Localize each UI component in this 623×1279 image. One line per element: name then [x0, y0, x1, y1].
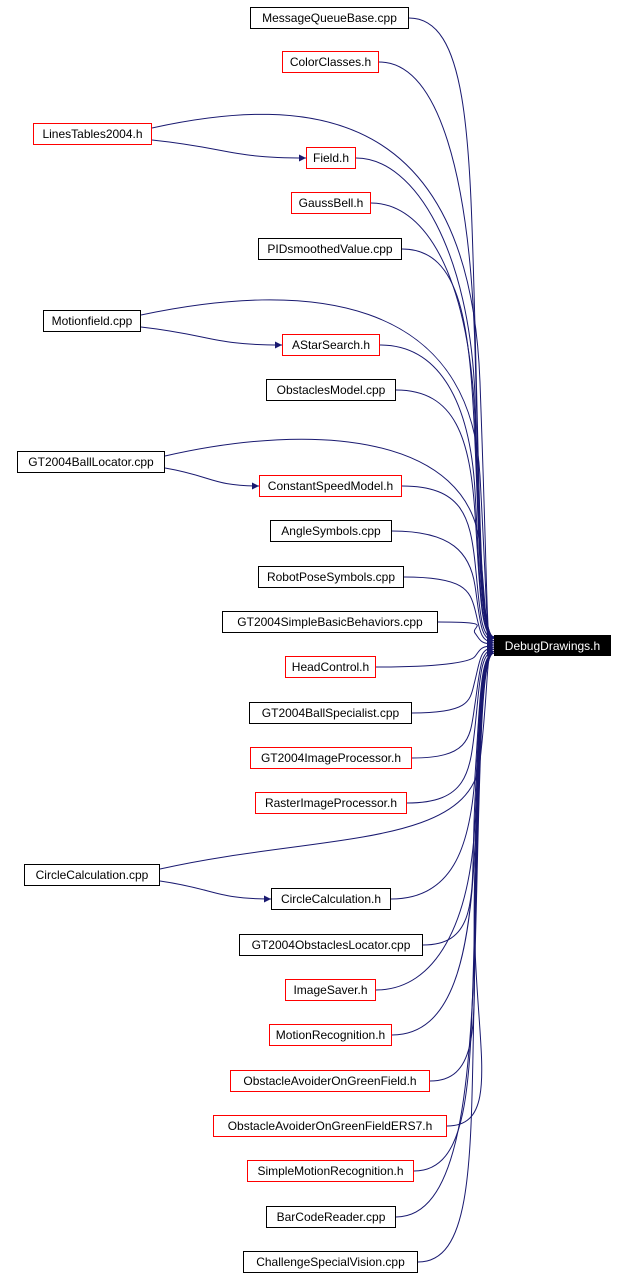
edge-linestables2004-h-to-field-h: [151, 139, 307, 162]
edge-pidsmoothedvalue-cpp-to-root: [401, 248, 495, 641]
node-robotposesymbols-cpp[interactable]: RobotPoseSymbols.cpp: [258, 566, 404, 588]
edge-circlecalculation-h-to-root: [390, 649, 495, 900]
edge-obstaclesmodel-cpp-to-root: [395, 389, 495, 641]
edge-anglesymbols-cpp-to-root: [391, 530, 495, 644]
edge-gt2004balllocator-cpp-to-constantspeedmodel-h: [164, 467, 260, 490]
node-linestables2004-h[interactable]: LinesTables2004.h: [33, 123, 152, 145]
node-messagequeuebase-cpp[interactable]: MessageQueueBase.cpp: [250, 7, 409, 29]
node-imagesaver-h[interactable]: ImageSaver.h: [285, 979, 376, 1001]
node-colorclasses-h[interactable]: ColorClasses.h: [282, 51, 379, 73]
edge-motionfield-cpp-to-astarsearch-h: [140, 326, 283, 349]
edge-astarsearch-h-to-root: [379, 344, 495, 641]
node-barcodereader-cpp[interactable]: BarCodeReader.cpp: [266, 1206, 396, 1228]
node-headcontrol-h[interactable]: HeadControl.h: [285, 656, 376, 678]
edge-simplemotionrecognition-h-to-root: [413, 649, 495, 1172]
edge-gt2004imageprocessor-h-to-root: [411, 646, 495, 759]
node-astarsearch-h[interactable]: AStarSearch.h: [282, 334, 380, 356]
node-gt2004obstacleslocator-cpp[interactable]: GT2004ObstaclesLocator.cpp: [239, 934, 423, 956]
node-field-h[interactable]: Field.h: [306, 147, 356, 169]
edge-circlecalculation-cpp-to-root: [159, 649, 495, 870]
node-obstacleavoiderongreenfield-h[interactable]: ObstacleAvoiderOnGreenField.h: [230, 1070, 430, 1092]
node-gaussbell-h[interactable]: GaussBell.h: [291, 192, 371, 214]
node-gt2004balllocator-cpp[interactable]: GT2004BallLocator.cpp: [17, 451, 165, 473]
node-motionfield-cpp[interactable]: Motionfield.cpp: [43, 310, 141, 332]
node-constantspeedmodel-h[interactable]: ConstantSpeedModel.h: [259, 475, 402, 497]
edge-rasterimageprocessor-h-to-root: [406, 647, 495, 804]
edge-obstacleavoiderongreenfielders7-h-to-root: [446, 649, 495, 1127]
edge-challengespecialvision-cpp-to-root: [417, 649, 495, 1263]
node-simplemotionrecognition-h[interactable]: SimpleMotionRecognition.h: [247, 1160, 414, 1182]
edge-gt2004simplebasicbehaviors-cpp-to-root: [437, 621, 495, 648]
node-gt2004ballspecialist-cpp[interactable]: GT2004BallSpecialist.cpp: [249, 702, 412, 724]
edge-constantspeedmodel-h-to-root: [401, 485, 495, 643]
node-gt2004simplebasicbehaviors-cpp[interactable]: GT2004SimpleBasicBehaviors.cpp: [222, 611, 438, 633]
node-circlecalculation-h[interactable]: CircleCalculation.h: [271, 888, 391, 910]
edge-circlecalculation-cpp-to-circlecalculation-h: [159, 880, 272, 903]
node-challengespecialvision-cpp[interactable]: ChallengeSpecialVision.cpp: [243, 1251, 418, 1273]
node-gt2004imageprocessor-h[interactable]: GT2004ImageProcessor.h: [250, 747, 412, 769]
node-circlecalculation-cpp[interactable]: CircleCalculation.cpp: [24, 864, 160, 886]
edge-gt2004ballspecialist-cpp-to-root: [411, 644, 495, 714]
node-rasterimageprocessor-h[interactable]: RasterImageProcessor.h: [255, 792, 407, 814]
node-pidsmoothedvalue-cpp[interactable]: PIDsmoothedValue.cpp: [258, 238, 402, 260]
node-anglesymbols-cpp[interactable]: AngleSymbols.cpp: [270, 520, 392, 542]
root-node-debugdrawings: DebugDrawings.h: [494, 635, 611, 656]
node-motionrecognition-h[interactable]: MotionRecognition.h: [269, 1024, 392, 1046]
edge-robotposesymbols-cpp-to-root: [403, 576, 495, 646]
node-obstaclesmodel-cpp[interactable]: ObstaclesModel.cpp: [266, 379, 396, 401]
node-obstacleavoiderongreenfielders7-h[interactable]: ObstacleAvoiderOnGreenFieldERS7.h: [213, 1115, 447, 1137]
edge-headcontrol-h-to-root: [375, 642, 495, 668]
edge-colorclasses-h-to-root: [378, 61, 495, 641]
